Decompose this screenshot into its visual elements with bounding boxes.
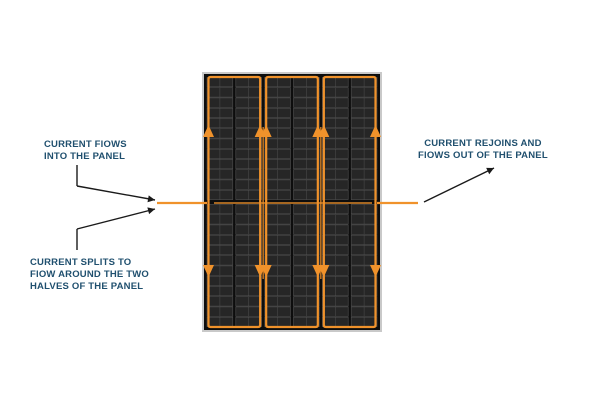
pointer-arrow-icon — [147, 207, 155, 215]
solar-panel — [202, 72, 382, 332]
arrow-up-icon — [203, 125, 214, 137]
pointer-out-of-panel — [423, 167, 495, 203]
panel-column — [235, 77, 262, 327]
arrow-down-icon — [370, 265, 381, 277]
arrow-down-icon — [260, 265, 272, 277]
pointer-arrow-icon — [147, 195, 155, 203]
callout-line: CURRENT REJOINS AND — [424, 138, 542, 149]
panel-column — [206, 77, 234, 327]
current-loop-bottom — [207, 203, 262, 329]
current-loop-top — [322, 75, 377, 203]
current-loop-bottom — [322, 203, 377, 329]
callout-line: HALVES OF THE PANEL — [30, 281, 144, 292]
arrow-up-icon — [260, 125, 272, 137]
callout-line: CURRENT FlOWS — [44, 139, 127, 150]
arrow-down-icon — [318, 265, 330, 277]
callout-out-of-panel: CURRENT REJOINS AND FlOWS OUT OF THE PAN… — [418, 138, 548, 162]
pointer-arrows — [76, 165, 495, 250]
pointer-into-panel — [76, 185, 156, 201]
arrow-up-icon — [318, 125, 330, 137]
panel-column — [350, 77, 378, 327]
current-path — [157, 75, 418, 329]
arrow-up-icon — [370, 125, 381, 137]
arrow-down-icon — [203, 265, 214, 277]
panel-column — [293, 77, 320, 327]
callout-line: FlOW AROUND THE TWO — [30, 269, 150, 280]
pointer-arrow-icon — [486, 167, 494, 175]
pointer-split — [76, 208, 156, 230]
current-loop-top — [265, 75, 319, 203]
callout-into-panel: CURRENT FlOWS INTO THE PANEL — [44, 139, 127, 163]
callout-line: INTO THE PANEL — [44, 151, 126, 162]
callout-line: CURRENT SPLITS TO — [30, 257, 132, 268]
current-loop-bottom — [265, 203, 319, 329]
callout-line: FlOWS OUT OF THE PANEL — [418, 150, 548, 161]
panel-column — [322, 77, 349, 327]
current-loop-top — [207, 75, 262, 203]
callout-split: CURRENT SPLITS TO FlOW AROUND THE TWO HA… — [30, 257, 149, 293]
panel-column — [264, 77, 291, 327]
